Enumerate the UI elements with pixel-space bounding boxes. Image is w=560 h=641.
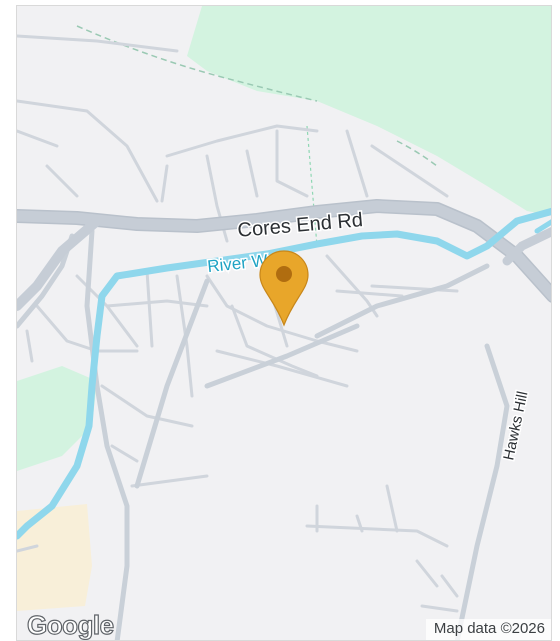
footpath [306, 125, 318, 247]
pin-body [259, 250, 309, 327]
river [17, 207, 551, 540]
pin-dot [276, 266, 292, 282]
park-area-west [17, 366, 97, 471]
main-road[interactable] [17, 200, 552, 302]
park-area-north [187, 6, 551, 216]
main-road-branch-east[interactable] [502, 226, 552, 266]
sand-area [17, 504, 92, 611]
map-pin-icon[interactable] [259, 250, 309, 327]
map-canvas[interactable]: Cores End Rd River Wye Hawks Hill [17, 6, 552, 641]
map-viewport[interactable]: Cores End Rd River Wye Hawks Hill Google… [16, 5, 552, 641]
local-roads [17, 228, 510, 640]
footpath [396, 140, 438, 167]
main-road-branch[interactable] [17, 216, 102, 311]
map-attribution[interactable]: Map data ©2026 [425, 618, 551, 640]
google-logo: Google [26, 610, 114, 640]
river-branch [534, 219, 551, 234]
